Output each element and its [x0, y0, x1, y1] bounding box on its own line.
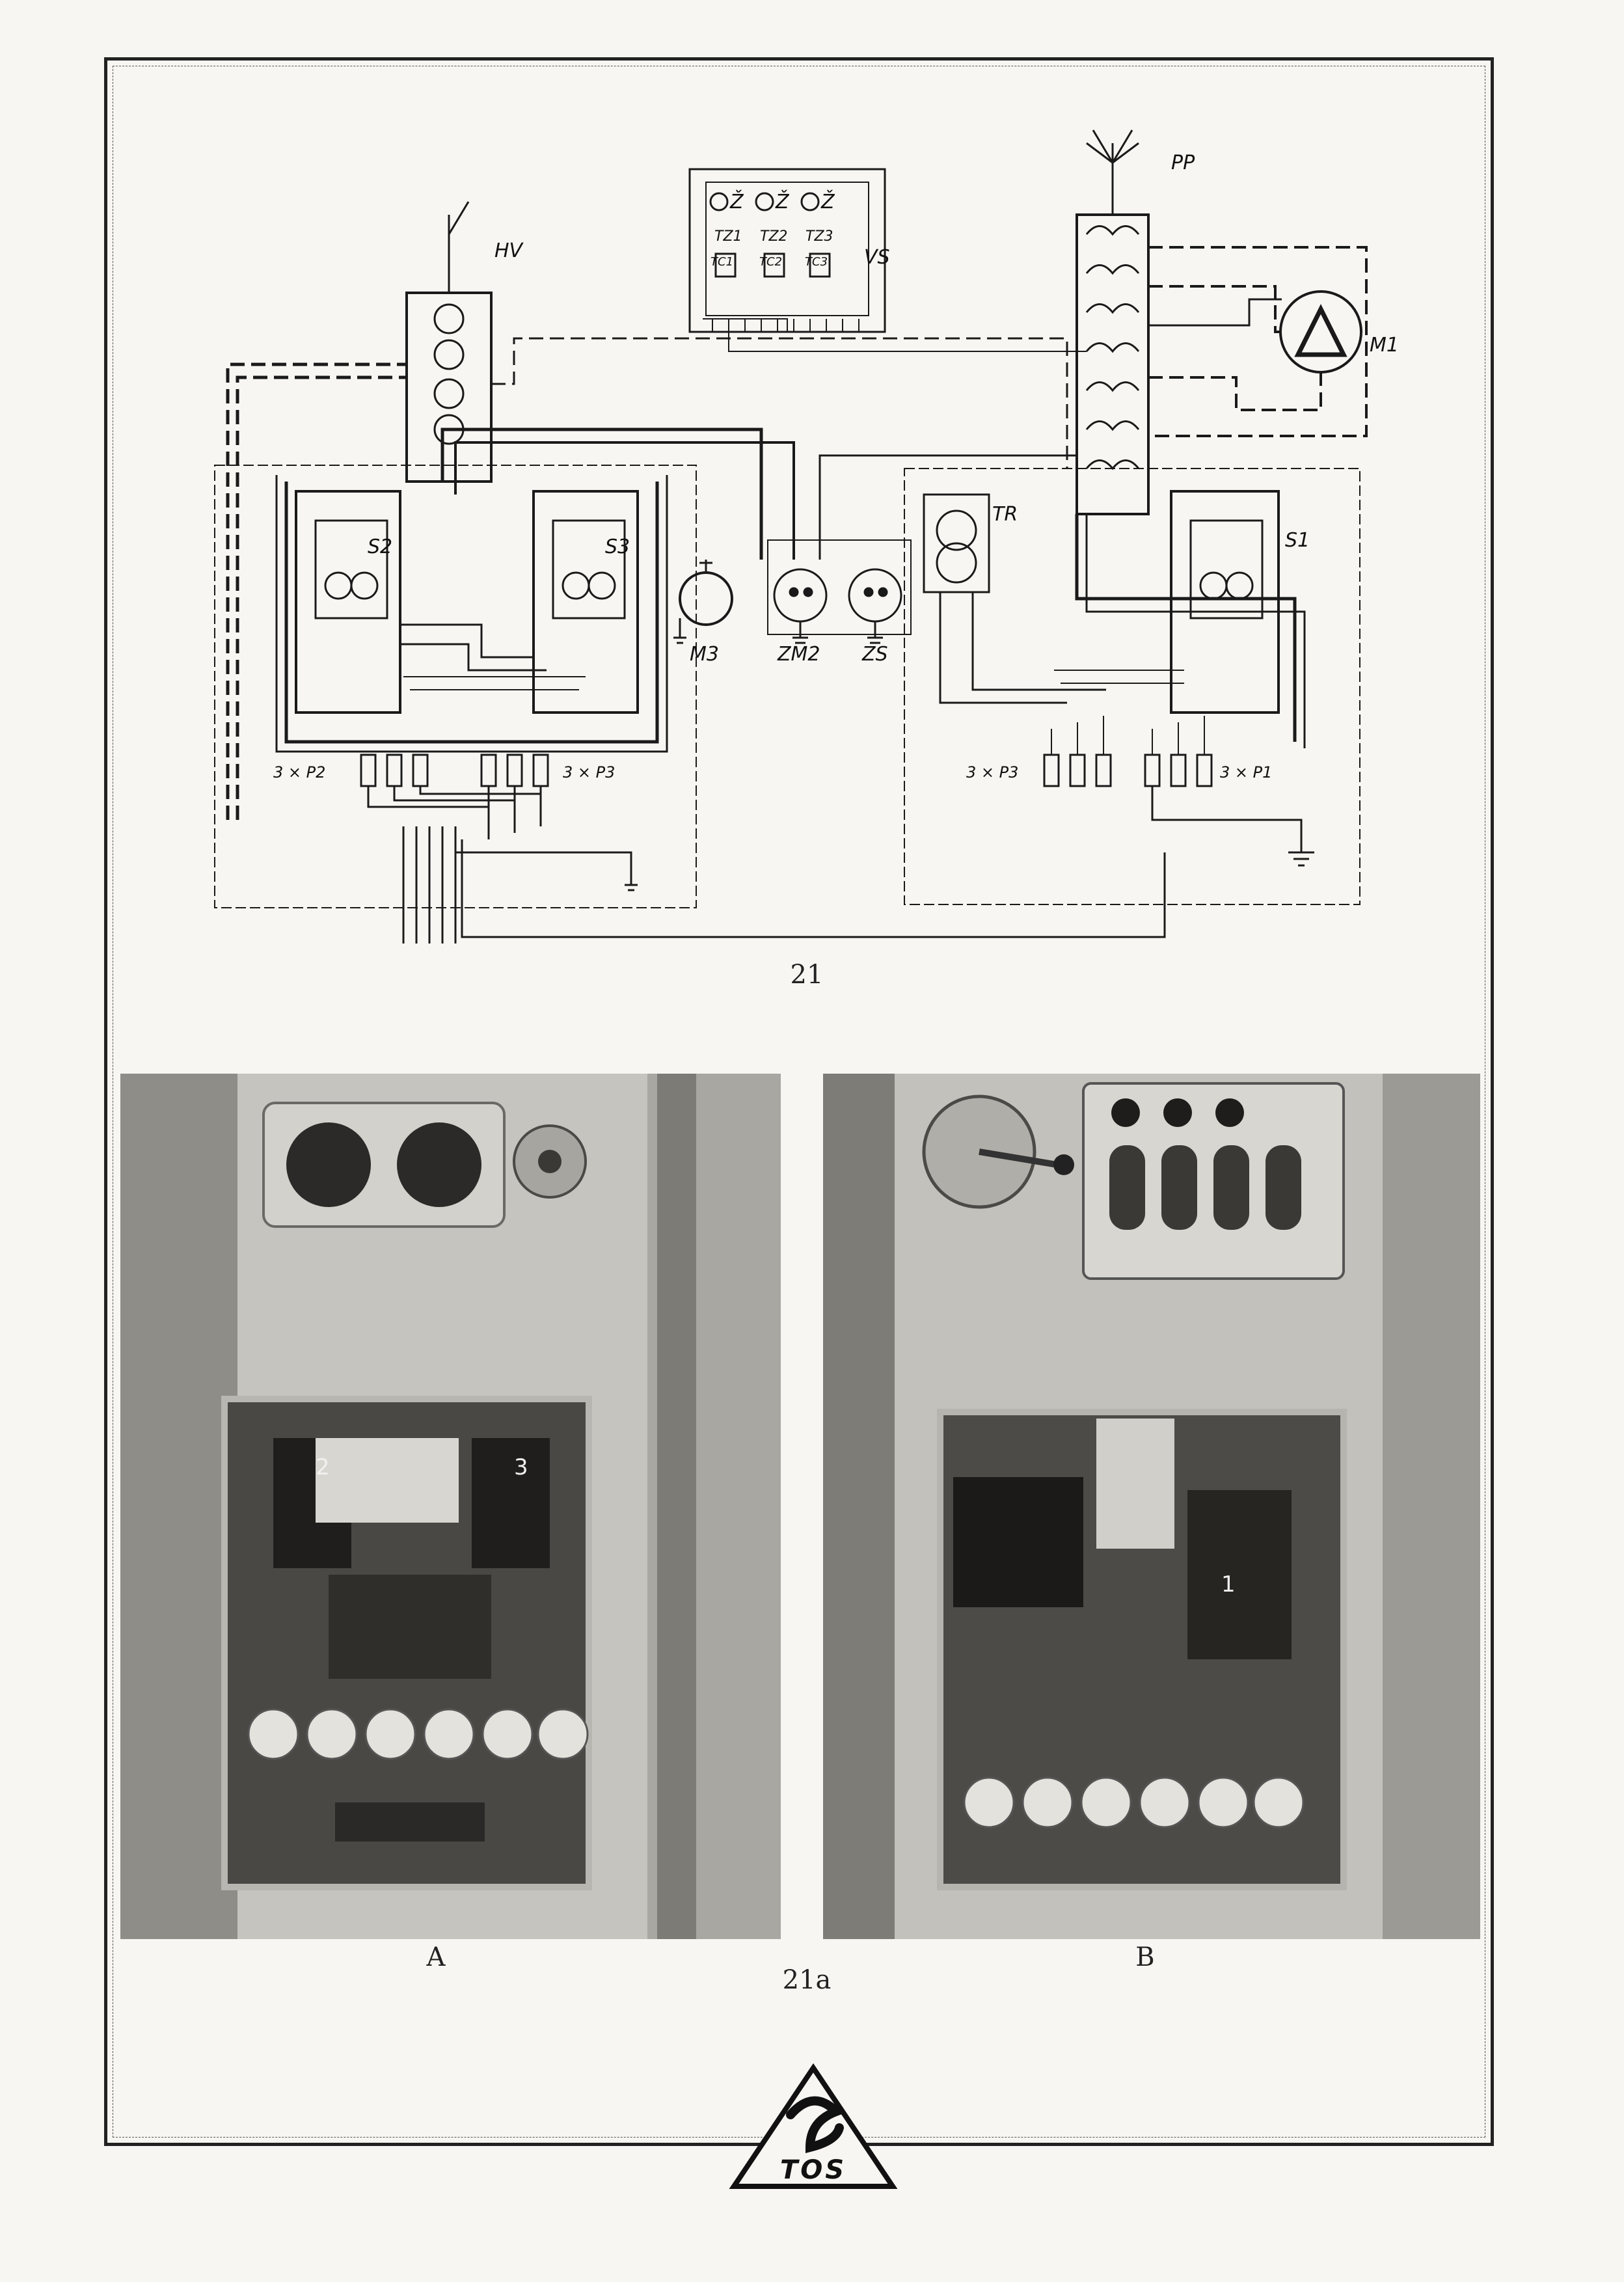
- tc2-label: TC2: [759, 255, 782, 269]
- p3-fuse-label-right: 3 × P3: [966, 763, 1018, 781]
- p1-fuse-label: 3 × P1: [1220, 763, 1272, 781]
- p2-fuse-label: 3 × P2: [273, 763, 325, 781]
- pp-label: PP: [1171, 152, 1195, 174]
- z3-label: Ž: [820, 190, 835, 213]
- tc3-label: TC3: [805, 255, 828, 269]
- photo-b-box-number-1: 1: [1221, 1571, 1236, 1597]
- s3-label: S3: [605, 536, 630, 558]
- tr-label: TR: [992, 503, 1018, 526]
- photo-caption: 21a: [782, 1965, 832, 1995]
- photo-b: 1: [823, 1074, 1480, 1939]
- tc1-label: TC1: [710, 255, 733, 269]
- figure-number: 21: [790, 960, 824, 990]
- tz1-label: TZ1: [714, 228, 742, 245]
- photo-a-illustration: [120, 1074, 781, 1939]
- photo-b-label: B: [1135, 1942, 1155, 1972]
- z2-label: Ž: [775, 190, 790, 213]
- z1-label: Ž: [729, 190, 744, 213]
- photo-a-label: A: [426, 1942, 446, 1972]
- p3-fuse-label-left: 3 × P3: [563, 763, 615, 781]
- tz2-label: TZ2: [760, 228, 788, 245]
- photo-a-box-number-2: 2: [316, 1454, 330, 1480]
- s1-label: S1: [1285, 529, 1310, 552]
- tos-logo-text: TOS: [780, 2155, 846, 2185]
- zs-label: ZS: [861, 643, 888, 666]
- tos-logo: TOS: [729, 2063, 898, 2189]
- m3-label: M3: [690, 643, 719, 666]
- zm2-label: ZM2: [777, 643, 820, 666]
- vs-label: VS: [864, 246, 890, 269]
- hv-label: HV: [494, 239, 524, 262]
- tz3-label: TZ3: [805, 228, 833, 245]
- m1-label: M1: [1370, 334, 1399, 357]
- wiring-schematic: HV PP M1 VS Ž Ž Ž TZ1 TZ2 TZ3 TC1 TC2 TC…: [214, 129, 1399, 944]
- photo-b-illustration: [823, 1074, 1480, 1939]
- photo-a-box-number-3: 3: [514, 1454, 528, 1480]
- s2-label: S2: [368, 536, 392, 558]
- photo-a: 2 3: [120, 1074, 781, 1939]
